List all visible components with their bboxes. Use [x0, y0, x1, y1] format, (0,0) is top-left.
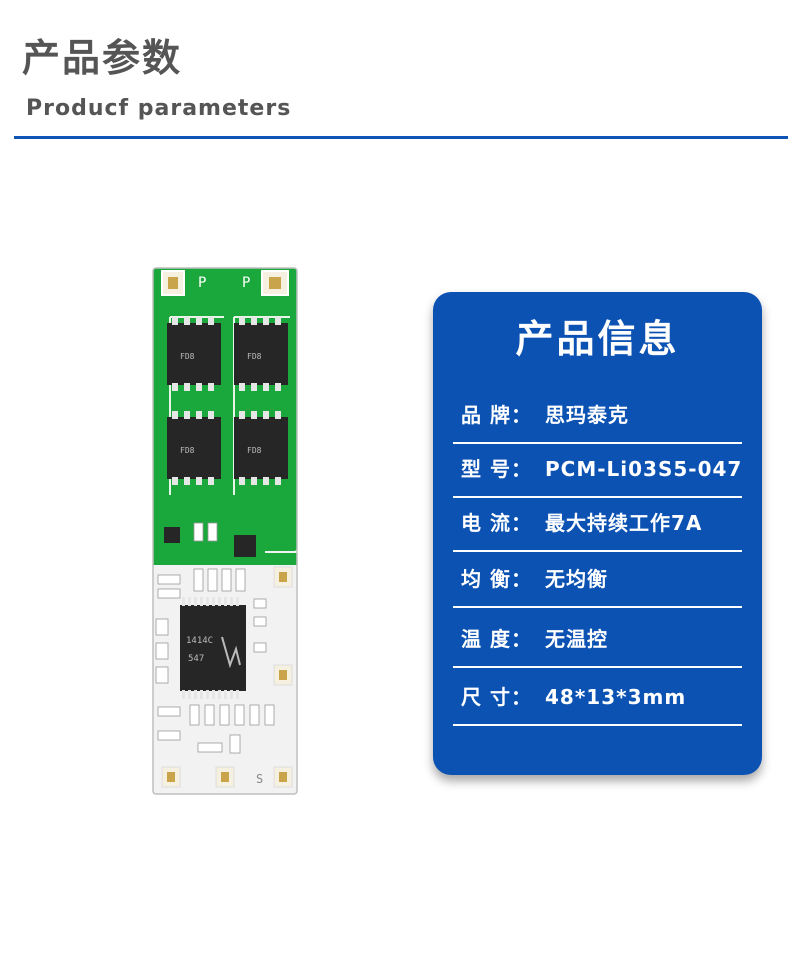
pad-label-p2: P: [242, 275, 250, 291]
chip-mark: FD8: [247, 352, 262, 361]
mosfet-chip: FD8: [167, 411, 221, 485]
pad-label-s: S: [256, 772, 263, 786]
pad-label-p1: P: [198, 275, 206, 291]
info-card-title: 产品信息: [515, 317, 680, 361]
spec-row-model: 型 号： PCM-Li03S5-047: [453, 442, 742, 498]
mosfet-chip: FD8: [234, 317, 288, 391]
spec-row-temperature: 温 度： 无温控: [453, 612, 742, 668]
spec-row-brand: 品 牌： 思玛泰克: [453, 388, 742, 444]
chip-mark: FD8: [180, 446, 195, 455]
spec-label: 均 衡：: [461, 567, 532, 591]
pcb-board-illustration: P P FD8 FD8 FD8 FD8: [152, 267, 298, 795]
product-image: P P FD8 FD8 FD8 FD8: [150, 265, 300, 797]
product-info-card: 产品信息 品 牌： 思玛泰克 型 号： PCM-Li03S5-047 电 流： 最大持…: [433, 292, 762, 775]
spec-row-size: 尺 寸： 48*13*3mm: [453, 670, 742, 726]
spec-label: 品 牌：: [461, 403, 532, 427]
spec-value: 无均衡: [545, 567, 608, 591]
chip-mark: FD8: [180, 352, 195, 361]
spec-label: 温 度：: [461, 627, 532, 651]
spec-value: 最大持续工作7A: [545, 511, 703, 535]
spec-label: 电 流：: [461, 511, 532, 535]
spec-value: 48*13*3mm: [545, 685, 687, 709]
chip-mark: 1414C: [186, 636, 213, 646]
spec-label: 尺 寸：: [461, 685, 532, 709]
spec-row-current: 电 流： 最大持续工作7A: [453, 496, 742, 552]
chip-mark: 547: [188, 654, 204, 664]
page-subtitle: Producf parameters: [26, 96, 292, 121]
mosfet-chip: FD8: [234, 411, 288, 485]
chip-mark: FD8: [247, 446, 262, 455]
pcb-green-area: [153, 268, 297, 551]
mosfet-chip: FD8: [167, 317, 221, 391]
spec-value: 无温控: [545, 627, 608, 651]
spec-value: PCM-Li03S5-047: [545, 457, 743, 481]
page-title: 产品参数: [22, 36, 183, 80]
header-divider: [14, 136, 788, 139]
spec-value: 思玛泰克: [545, 403, 629, 427]
spec-label: 型 号：: [461, 457, 532, 481]
control-ic-chip: 1414C 547: [180, 597, 246, 699]
spec-row-balance: 均 衡： 无均衡: [453, 552, 742, 608]
